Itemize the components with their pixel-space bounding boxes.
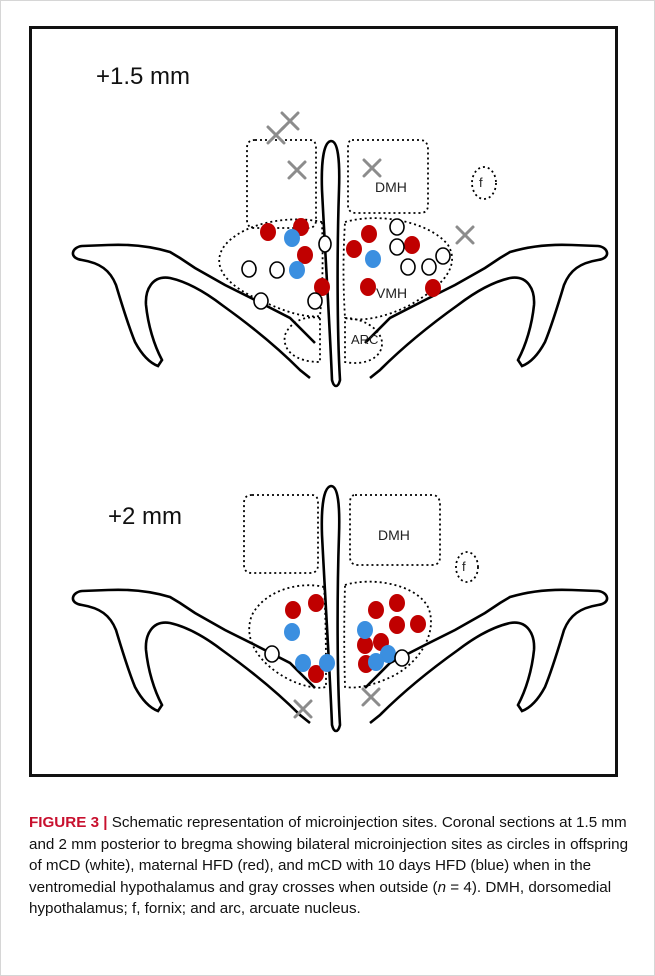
- site-red: [389, 616, 405, 634]
- site-white: [254, 293, 268, 309]
- cross-marker: [457, 227, 473, 243]
- cross-marker: [295, 701, 311, 717]
- arc-left-outline: [285, 317, 320, 362]
- site-red: [410, 615, 426, 633]
- section-label-2mm: +2 mm: [108, 503, 182, 531]
- dmh-label: DMH: [378, 527, 410, 543]
- site-blue: [289, 261, 305, 279]
- cross-marker: [363, 689, 379, 705]
- site-white: [390, 219, 404, 235]
- site-white: [390, 239, 404, 255]
- dmh-left-outline: [244, 495, 318, 573]
- dmh-label: DMH: [375, 179, 407, 195]
- dmh-left-outline: [247, 140, 316, 228]
- caption-n-variable: n: [438, 879, 446, 896]
- site-white: [436, 248, 450, 264]
- caption-separator: |: [103, 814, 107, 831]
- site-blue: [319, 654, 335, 672]
- site-blue: [295, 654, 311, 672]
- site-red: [361, 225, 377, 243]
- schematic-figure: DMH VMH ARC f: [0, 0, 655, 800]
- cross-marker: [289, 162, 305, 178]
- site-red: [368, 601, 384, 619]
- site-red: [297, 246, 313, 264]
- site-red: [260, 223, 276, 241]
- site-blue: [284, 623, 300, 641]
- vmh-right-outline: [344, 582, 431, 688]
- cross-marker: [364, 160, 380, 176]
- site-blue: [357, 621, 373, 639]
- site-red: [360, 278, 376, 296]
- fornix-label: f: [462, 559, 466, 574]
- site-white: [319, 236, 331, 252]
- figure-number: FIGURE 3: [29, 814, 99, 831]
- site-blue: [368, 653, 384, 671]
- section-1-5mm: DMH VMH ARC f: [73, 113, 607, 386]
- site-white: [270, 262, 284, 278]
- site-red: [308, 594, 324, 612]
- site-red: [389, 594, 405, 612]
- figure-caption: FIGURE 3 | Schematic representation of m…: [29, 812, 629, 920]
- site-blue: [365, 250, 381, 268]
- arc-label: ARC: [351, 332, 378, 347]
- vmh-label: VMH: [376, 285, 407, 301]
- fornix-outline: [456, 552, 478, 582]
- site-red: [404, 236, 420, 254]
- site-white: [242, 261, 256, 277]
- site-white: [395, 650, 409, 666]
- dmh-right-outline: [348, 140, 428, 213]
- site-blue: [284, 229, 300, 247]
- site-red: [425, 279, 441, 297]
- section-label-1-5mm: +1.5 mm: [96, 63, 190, 91]
- site-white: [422, 259, 436, 275]
- fornix-outline: [472, 167, 496, 199]
- site-white: [265, 646, 279, 662]
- site-white: [308, 293, 322, 309]
- site-red: [285, 601, 301, 619]
- site-red: [346, 240, 362, 258]
- site-white: [401, 259, 415, 275]
- fornix-label: f: [479, 175, 483, 190]
- section-outline-1: [73, 141, 607, 386]
